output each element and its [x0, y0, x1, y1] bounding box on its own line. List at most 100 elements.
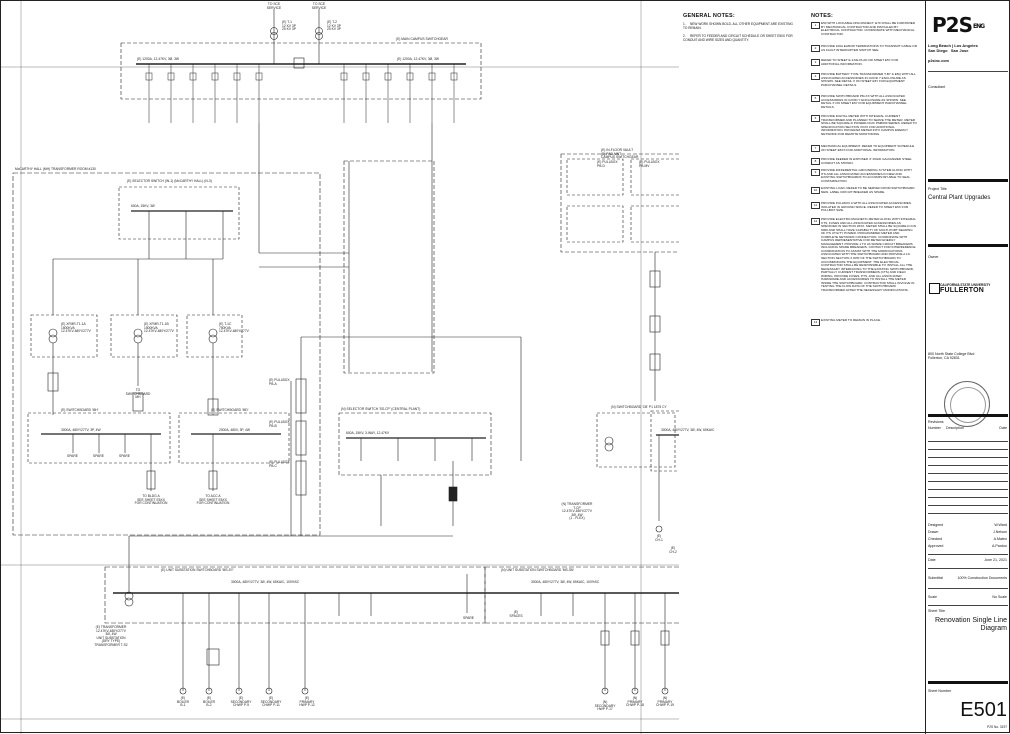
submittal-value: 100% Construction Documents: [957, 576, 1007, 580]
label-swbd-mh-bus: 3000A, 480Y/277V, 3P, 4W: [61, 428, 101, 432]
label-xfmr-b: (E) XFMR-T1-1B 1500KVA 12.47KV-480Y/277V: [144, 322, 174, 334]
company-offices: Long Beach | Los Angeles San Diego San J…: [928, 43, 978, 53]
checked-label: Checked: [928, 537, 943, 541]
drawn-label: Drawn: [928, 530, 939, 534]
revision-col-date: Date: [999, 426, 1007, 430]
revision-col-description: Description: [946, 426, 964, 430]
label-to-acc-a: TO ACC A SEE SHEET E5XX FOR CONTINUATION: [196, 494, 230, 506]
label-usb-right-bus: 3000A, 480Y/277V, 3Ø, 4W, 65KAIC, 100%SC: [531, 580, 600, 584]
feeder-risers: [258, 123, 679, 536]
label-swbd-cp: (N) SWITCHBOARD 'CB' P1 1875 CY: [611, 405, 667, 409]
label-spare-3: SPARE: [119, 454, 130, 458]
label-pullbox-c: (E) PULLBOX PB-C: [269, 460, 290, 468]
main-switchgear-feeders: [145, 64, 458, 123]
chiller-leads: [655, 525, 663, 533]
label-transformer-t-cp: (N) TRANSFORMER T-CP 12.47KV-480Y/277V 3…: [561, 502, 593, 521]
owner-campus: FULLERTON: [940, 287, 985, 294]
label-to-switchboard: TO SWITCHBOARD MH: [125, 388, 151, 400]
engineer-stamp: [944, 381, 990, 427]
switchboard-cb: [596, 410, 679, 521]
label-selector-central: (N) SELECTOR SWITCH 'SS-CP' (CENTRAL PLA…: [341, 407, 421, 411]
general-note-2: 2.REFER TO FEEDER AND CIRCUIT SCHEDULE O…: [683, 34, 793, 42]
checked-value: A.Mateo: [993, 537, 1007, 541]
label-spare-2: SPARE: [93, 454, 104, 458]
owner-label: Owner: [928, 255, 939, 259]
sheet-title-label: Sheet Title: [928, 609, 945, 613]
label-boiler-2: (E) BOILER B-2: [202, 696, 216, 708]
project-title: Central Plant Upgrades: [928, 195, 991, 201]
date-value: June 21, 2021: [984, 558, 1007, 562]
general-note-1: 1.NEW WORK SHOWN BOLD. ALL OTHER EQUIPME…: [683, 22, 793, 30]
sheet-number: E501: [960, 699, 1007, 721]
label-swbd-mh: (E) SWITCHBOARD 'MH': [61, 408, 99, 412]
company-logo: P2SENG: [932, 13, 985, 37]
label-pullbox-a: (E) PULLBOX PB-A: [269, 378, 290, 386]
scale-value: No Scale: [992, 595, 1007, 599]
label-secondary-hwp: (N) SECONDARY HWP P-17: [594, 700, 616, 712]
owner-address: 800 North State College Blvd Fullerton, …: [928, 352, 975, 360]
revision-col-number: Number: [928, 426, 941, 430]
university-seal-icon: [929, 283, 940, 294]
label-mh-bus: 600A, 15KV, 3Ø: [131, 204, 155, 208]
project-title-label: Project Title: [928, 187, 947, 191]
submittal-label: Submittal: [928, 576, 943, 580]
revisions-label: Revisions: [928, 420, 944, 424]
designed-value: W.Ward: [994, 523, 1007, 527]
label-usb-left: (E) UNIT SUBSTATION SWITCHBOARD 'MS-SY': [161, 568, 234, 572]
label-mh-selector: (E) SELECTOR SWITCH (IN-1) (McCARTHY HAL…: [127, 179, 212, 183]
sheet-title: Renovation Single Line Diagram: [935, 617, 1007, 632]
company-website[interactable]: p2sinc.com: [928, 59, 949, 63]
unit-substation: [104, 535, 679, 695]
label-pullbox-d: (E) PULLBOX PB-D: [597, 160, 618, 168]
label-selector-bus: 600A, 15KV, 3-WAY, 12.47KV: [346, 431, 390, 435]
label-swbd-cp-bus: 3000A, 480Y/277V, 3Ø, 4W, 65KAIC: [661, 428, 715, 432]
title-block: P2SENG Long Beach | Los Angeles San Dieg…: [925, 1, 1010, 734]
date-label: Date: [928, 558, 936, 562]
drawn-value: J.Nelson: [993, 530, 1007, 534]
label-chiller-1: (E) CH-1: [655, 534, 663, 542]
sheet-number-label: Sheet Number: [928, 689, 952, 693]
central-plant-selector: [338, 412, 492, 526]
single-line-diagram: [1, 1, 679, 734]
label-primary-chwp-2: (N) PRIMARY CHWP P-19: [656, 696, 674, 708]
label-service-1: TO SCE SERVICE: [266, 2, 282, 10]
label-secondary-chwp-2: (E) SECONDARY CHWP P-11: [260, 696, 282, 708]
label-swbd-md: (E) SWITCHBOARD 'MD': [211, 408, 249, 412]
label-service-2: TO SCE SERVICE: [311, 2, 327, 10]
label-to-bldg-a: TO BLDG A SEE SHEET E5XX FOR CONTINUATIO…: [134, 494, 168, 506]
label-spare-1: SPARE: [67, 454, 78, 458]
label-secondary-chwp-1: (E) SECONDARY CHWP P-9: [230, 696, 252, 708]
label-transformer-t1: (E) T-1 12 KV 3P 25 KV 3P: [282, 20, 296, 32]
owner-name: CALIFORNIA STATE UNIVERSITY: [940, 283, 991, 287]
approved-label: Approved: [928, 544, 944, 548]
label-boiler-1: (E) BOILER B-1: [176, 696, 190, 708]
label-main-switchgear: (E) MAIN CAMPUS SWITCHGEAR: [396, 37, 448, 41]
label-bus-right: (E) 1200A, 12.47KV, 3Ø, 3W: [397, 57, 440, 61]
general-notes-heading: GENERAL NOTES:: [683, 13, 735, 19]
project-number: P2S No. 3197: [987, 725, 1007, 729]
label-pullbox-b: (E) PULLBOX PB-B: [269, 420, 290, 428]
label-mccarthy-hall: McCARTHY HALL (MH) TRANSFORMER ROOM #130: [15, 167, 96, 171]
notes-panel: GENERAL NOTES: 1.NEW WORK SHOWN BOLD. AL…: [683, 13, 921, 729]
main-switchgear: [120, 9, 482, 100]
label-chiller-2: (E) CH-2: [669, 546, 677, 554]
approved-value: A.Pardou: [992, 544, 1007, 548]
label-pullbox-mv: (E) PULLBOX PB-MV: [639, 160, 660, 168]
label-usb-left-bus: 3000A, 480Y/277V, 3Ø, 4W, 65KAIC, 100%SC: [231, 580, 300, 584]
designed-label: Designed: [928, 523, 944, 527]
notes-heading: NOTES:: [811, 13, 833, 19]
